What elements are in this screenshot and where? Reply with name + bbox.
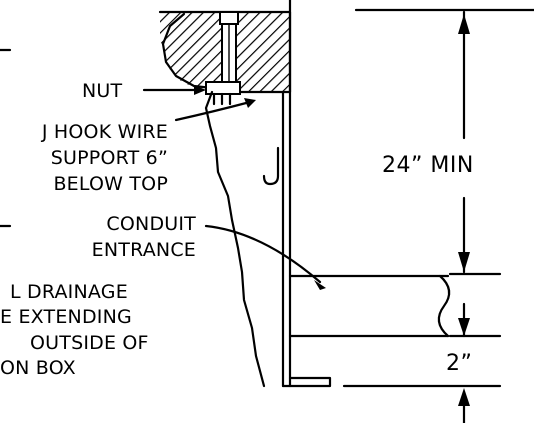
jhook-label-line2: SUPPORT 6” xyxy=(51,147,168,169)
jhook-leader xyxy=(174,98,256,122)
dimension-2-in xyxy=(342,302,502,425)
conduit-label-line2: ENTRANCE xyxy=(92,239,196,261)
drainage-label-line2: E EXTENDING xyxy=(0,306,132,328)
dim-2-label: 2” xyxy=(446,351,472,376)
conduit xyxy=(288,274,451,338)
soil-outline xyxy=(204,90,266,388)
drainage-label-line4: ON BOX xyxy=(0,357,76,379)
conduit-leader xyxy=(204,224,326,290)
drainage-label-line3: OUTSIDE OF xyxy=(30,332,149,354)
conduit-label-line1: CONDUIT xyxy=(106,213,196,235)
dimension-24-min xyxy=(354,8,534,276)
jhook-label-line3: BELOW TOP xyxy=(53,173,168,195)
j-hook-icon xyxy=(262,146,280,186)
nut-leader xyxy=(142,85,206,95)
nut-label: NUT xyxy=(82,80,123,102)
box-wall xyxy=(281,0,332,388)
drainage-label-line1: L DRAINAGE xyxy=(10,281,128,303)
nut-icon xyxy=(205,81,241,106)
lid-bolt xyxy=(219,11,239,89)
jhook-label-line1: J HOOK WIRE xyxy=(41,121,168,143)
dim-24-min-label: 24” MIN xyxy=(382,153,474,178)
